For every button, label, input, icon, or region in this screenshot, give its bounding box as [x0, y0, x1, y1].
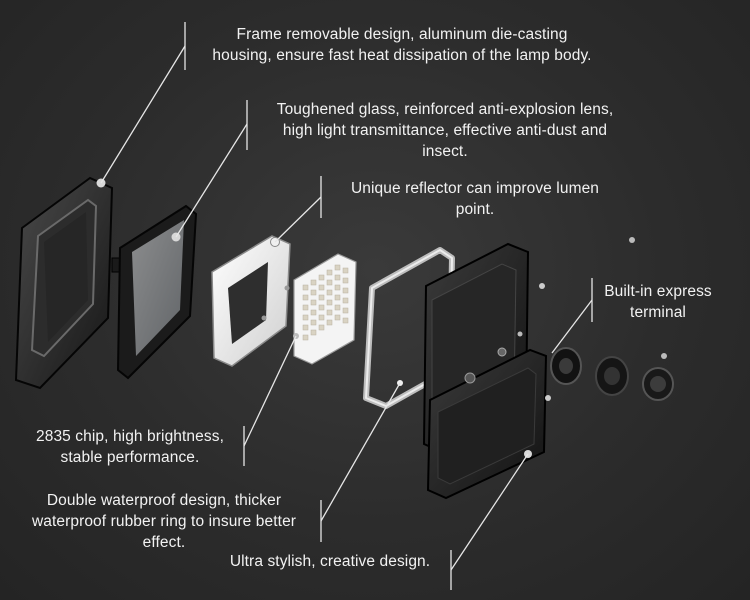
loose-screw-2: [545, 395, 551, 401]
callout-chip-line-1: 2835 chip, high brightness,: [36, 428, 224, 445]
callout-glass: Toughened glass, reinforced anti-explosi…: [255, 99, 635, 162]
leader-reflector: [274, 196, 322, 243]
reflector: [211, 235, 291, 367]
led-chip-board: [293, 253, 357, 365]
loose-screw: [539, 283, 545, 289]
callout-terminal-line-1: Built-in express: [604, 283, 712, 300]
callout-glass-line-3: insect.: [422, 143, 468, 160]
led-chip-grid: [302, 264, 349, 341]
leader-style: [450, 453, 529, 571]
callout-reflector-line-2: point.: [455, 201, 495, 218]
leader-frame: [100, 45, 186, 184]
callout-glass-line-1: Toughened glass, reinforced anti-explosi…: [276, 101, 614, 118]
callout-style-line-1: Ultra stylish, creative design.: [229, 553, 431, 570]
leader-glass: [175, 123, 248, 238]
callout-waterproof: Double waterproof design, thicker waterp…: [14, 490, 314, 553]
callout-frame-line-2: housing, ensure fast heat dissipation of…: [212, 47, 592, 64]
callout-style: Ultra stylish, creative design.: [210, 551, 450, 572]
housing-screw-3: [517, 331, 523, 337]
leader-waterproof: [320, 382, 401, 522]
glass-lens: [116, 204, 198, 380]
callout-terminal: Built-in express terminal: [598, 281, 718, 323]
lamp-frame: [14, 176, 125, 390]
callout-waterproof-line-3: effect.: [142, 534, 186, 551]
reflector-screw: [284, 285, 290, 291]
callout-terminal-line-2: terminal: [630, 304, 686, 321]
callout-frame: Frame removable design, aluminum die-cas…: [192, 24, 612, 66]
leader-lines: [100, 22, 593, 590]
callout-reflector-line-1: Unique reflector can improve lumen: [350, 180, 600, 197]
callout-chip: 2835 chip, high brightness, stable perfo…: [20, 426, 240, 468]
reflector-screw-2: [261, 315, 267, 321]
callout-frame-line-1: Frame removable design, aluminum die-cas…: [236, 26, 568, 43]
callout-waterproof-line-1: Double waterproof design, thicker: [46, 492, 282, 509]
terminal-screw-2: [661, 353, 667, 359]
housing-screw-2: [497, 347, 507, 357]
terminal-parts: [550, 237, 674, 401]
callout-waterproof-line-2: waterproof rubber ring to insure better: [31, 513, 297, 530]
leader-terminal: [551, 299, 593, 354]
housing-screw: [464, 372, 476, 384]
callout-reflector: Unique reflector can improve lumen point…: [325, 178, 625, 220]
lamp-housing: [422, 242, 551, 500]
leader-chip: [243, 335, 297, 447]
terminal-screw: [629, 237, 635, 243]
callout-chip-line-2: stable performance.: [60, 449, 200, 466]
callout-glass-line-2: high light transmittance, effective anti…: [282, 122, 608, 139]
